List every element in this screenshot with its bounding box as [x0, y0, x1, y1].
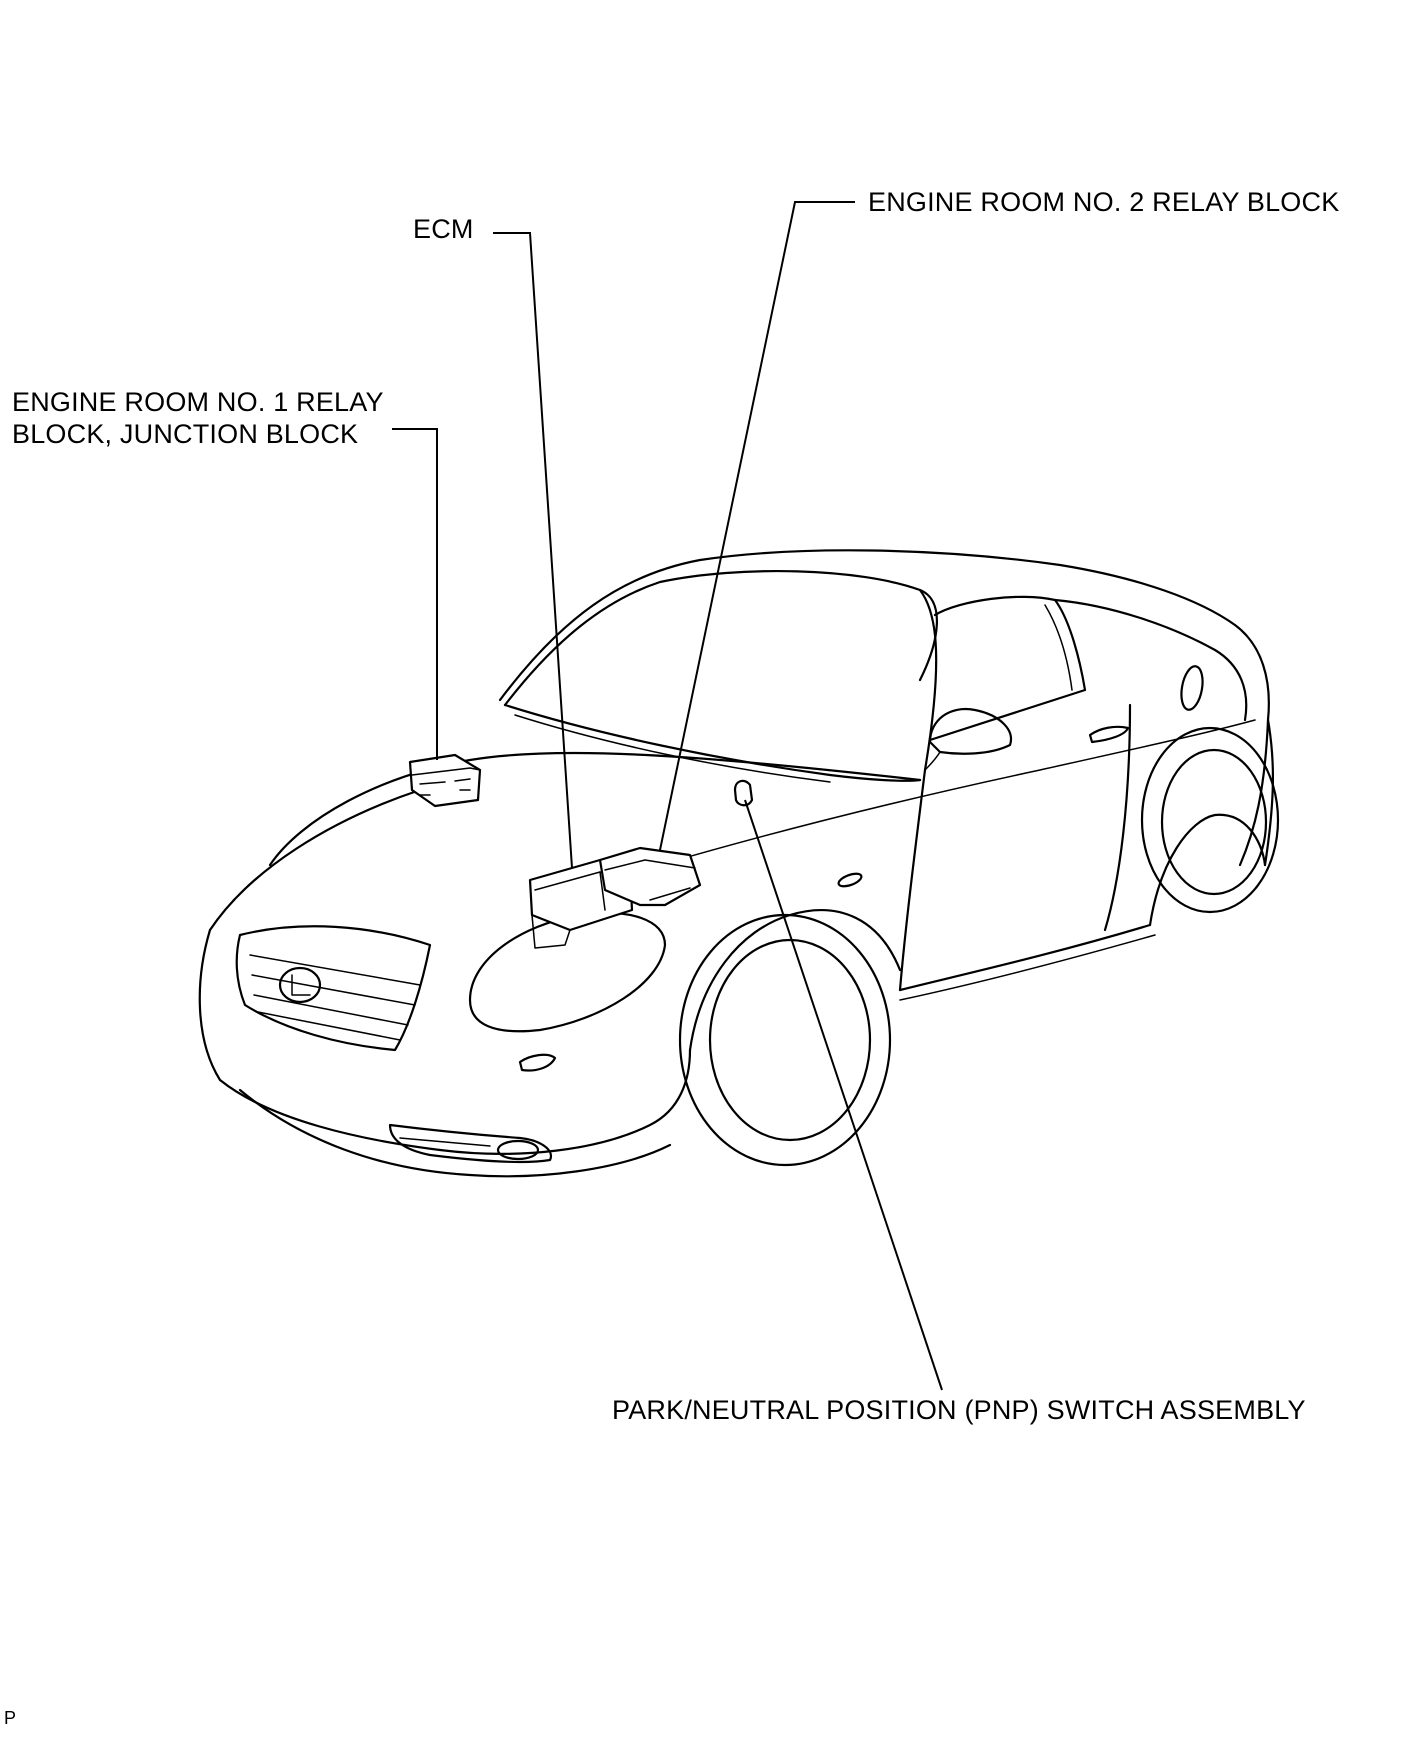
relay-block-1-leader: [392, 428, 438, 760]
ecm-leader: [493, 232, 573, 869]
relay-block-2-component: [598, 846, 702, 907]
relay-block-1-label-line2: BLOCK, JUNCTION BLOCK: [12, 419, 359, 449]
pnp-switch-leader: [744, 799, 943, 1391]
car-body: [198, 549, 1280, 1178]
relay-block-2-leader: [659, 201, 855, 851]
relay-block-1-label-line1: ENGINE ROOM NO. 1 RELAY: [12, 387, 384, 417]
relay-block-1-component: [408, 753, 482, 808]
pnp-switch-component: [733, 779, 754, 807]
relay-block-2-label: ENGINE ROOM NO. 2 RELAY BLOCK: [868, 187, 1340, 217]
pnp-switch-label: PARK/NEUTRAL POSITION (PNP) SWITCH ASSEM…: [612, 1395, 1306, 1425]
corner-mark: P: [4, 1708, 17, 1728]
leader-lines: [392, 201, 943, 1391]
ecm-label: ECM: [413, 214, 474, 244]
